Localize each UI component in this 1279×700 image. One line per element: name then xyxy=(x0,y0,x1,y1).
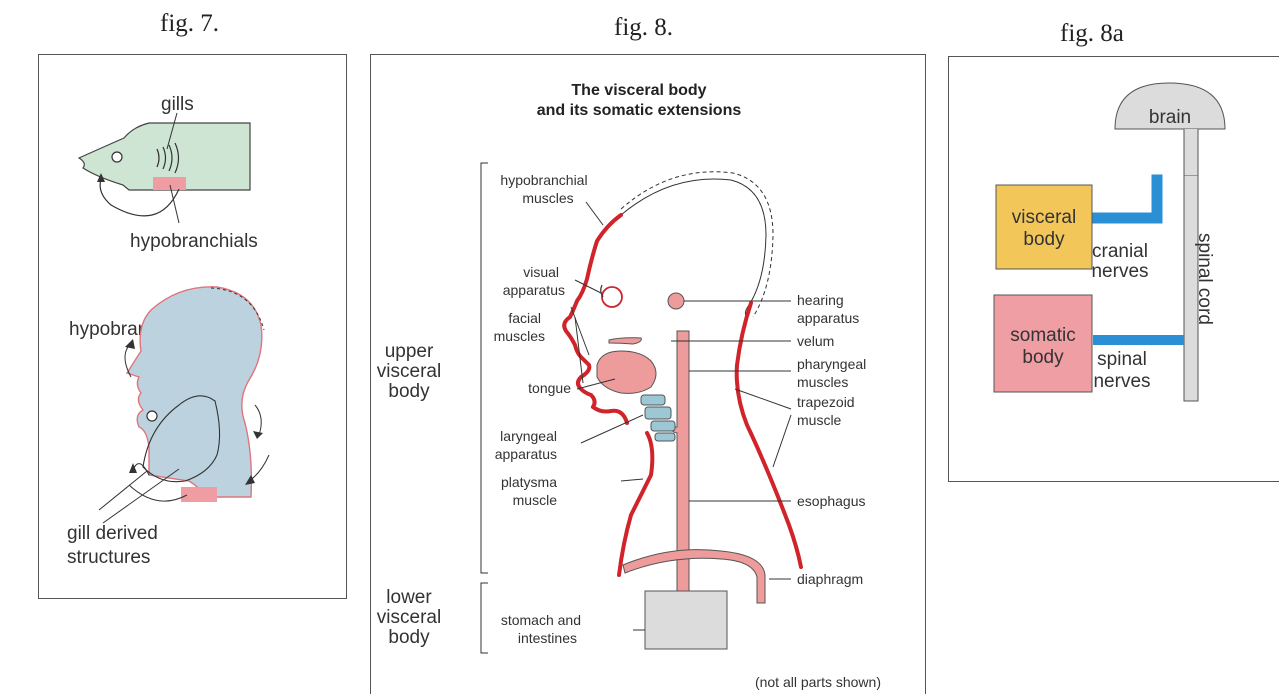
head-outline xyxy=(621,179,766,317)
upper-label-3: body xyxy=(388,381,430,402)
pharyngeal-label-1: pharyngeal xyxy=(797,356,866,372)
visceral-label-2: body xyxy=(1023,229,1065,250)
note-label: (not all parts shown) xyxy=(755,674,881,690)
stomach xyxy=(645,591,727,649)
velum xyxy=(609,338,641,344)
gill-derived-label-1: gill derived xyxy=(67,523,158,544)
lower-bracket xyxy=(481,583,488,653)
tongue-label: tongue xyxy=(528,380,571,396)
somatic-label-2: body xyxy=(1022,347,1064,368)
velum-label: velum xyxy=(797,333,834,349)
trapezoid-label-1: trapezoid xyxy=(797,394,855,410)
fig8a-caption: fig. 8a xyxy=(1060,20,1124,48)
facial-label-1: facial xyxy=(508,310,541,326)
cranial-label-1: cranial xyxy=(1092,241,1148,262)
spinal-cord-label: spinal cord xyxy=(1194,233,1215,325)
fig7-panel: gills hypobranchials hypobranchials gill… xyxy=(38,54,347,599)
fig8-caption: fig. 8. xyxy=(614,14,673,42)
facial-label-2: muscles xyxy=(494,328,545,344)
hypobranchial-label-1: hypobranchial xyxy=(500,172,587,188)
pharyngeal-label-2: muscles xyxy=(797,374,848,390)
stomach-label-2: intestines xyxy=(518,630,577,646)
lower-label-3: body xyxy=(388,627,430,648)
cranial-label-2: nerves xyxy=(1091,261,1148,282)
head-eye xyxy=(147,411,157,421)
fig8a-panel: brain spinal cord visceral body cranial … xyxy=(948,56,1279,482)
fish-eye xyxy=(112,152,122,162)
fig7-caption: fig. 7. xyxy=(160,10,219,38)
fig8-panel: The visceral body and its somatic extens… xyxy=(370,54,926,694)
visual-label-2: apparatus xyxy=(503,282,565,298)
hearing-label-2: apparatus xyxy=(797,310,859,326)
fig8-diagram: The visceral body and its somatic extens… xyxy=(371,55,927,695)
visual-label-1: visual xyxy=(523,264,559,280)
trapezoid-label-2: muscle xyxy=(797,412,842,428)
tongue xyxy=(597,351,656,393)
spinal-nerves-label-2: nerves xyxy=(1093,371,1150,392)
lower-label-1: lower xyxy=(386,587,432,608)
hypobranchials-fish-label: hypobranchials xyxy=(130,231,258,252)
brain-label: brain xyxy=(1149,107,1191,128)
gills-label: gills xyxy=(161,94,194,115)
ear xyxy=(668,293,684,309)
gill-derived-label-2: structures xyxy=(67,547,150,568)
fig7-diagram: gills hypobranchials hypobranchials gill… xyxy=(39,55,348,600)
platysma-label-2: muscle xyxy=(513,492,558,508)
head-hypobranchial-patch xyxy=(181,487,217,502)
stomach-label-1: stomach and xyxy=(501,612,581,628)
fig8-title-1: The visceral body xyxy=(571,82,706,99)
esophagus-label: esophagus xyxy=(797,493,866,509)
platysma-label-1: platysma xyxy=(501,474,557,490)
hypobranchial-label-2: muscles xyxy=(522,190,573,206)
laryngeal-label-1: laryngeal xyxy=(500,428,557,444)
eye xyxy=(602,287,622,307)
head-shape xyxy=(127,287,262,497)
somatic-label-1: somatic xyxy=(1010,325,1075,346)
upper-label-1: upper xyxy=(385,341,434,362)
upper-bracket xyxy=(481,163,488,573)
diaphragm-label: diaphragm xyxy=(797,571,863,587)
spinal-nerves xyxy=(1093,335,1184,345)
laryngeal-label-2: apparatus xyxy=(495,446,557,462)
fig8a-diagram: brain spinal cord visceral body cranial … xyxy=(949,57,1279,483)
lower-label-2: visceral xyxy=(377,607,441,628)
fig8-title-2: and its somatic extensions xyxy=(537,102,742,119)
cranial-nerves xyxy=(1093,175,1162,223)
visceral-label-1: visceral xyxy=(1012,207,1076,228)
fish-hypobranchial-patch xyxy=(153,177,186,190)
spinal-nerves-label-1: spinal xyxy=(1097,349,1147,370)
upper-label-2: visceral xyxy=(377,361,441,382)
hearing-label-1: hearing xyxy=(797,292,844,308)
